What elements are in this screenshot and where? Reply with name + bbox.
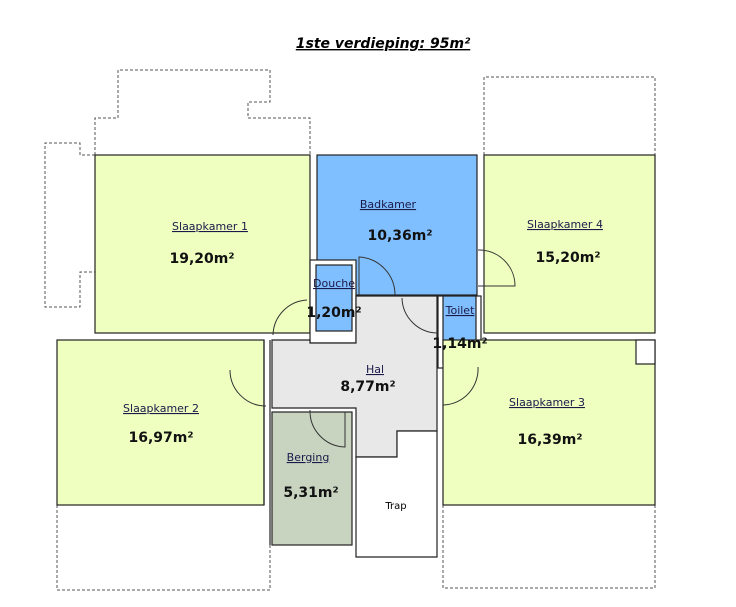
room-trap (355, 430, 438, 558)
dashed-outlines (44, 69, 656, 591)
door-slaapkamer-3 (442, 366, 479, 406)
room-slaapkamer-2 (56, 339, 265, 506)
area-douche: 1,20m² (306, 305, 361, 321)
label-slaapkamer-4: Slaapkamer 4 (527, 218, 603, 231)
area-slaapkamer-3: 16,39m² (517, 432, 582, 448)
area-slaapkamer-1: 19,20m² (169, 251, 234, 267)
door-badkamer (358, 256, 396, 296)
chimney (635, 339, 656, 365)
room-douche (315, 264, 353, 332)
door-berging (309, 409, 346, 448)
area-slaapkamer-2: 16,97m² (128, 430, 193, 446)
room-slaapkamer-4 (483, 154, 656, 334)
dormer-outline-right (483, 76, 656, 155)
label-slaapkamer-3: Slaapkamer 3 (509, 396, 585, 409)
room-slaapkamer-1 (94, 154, 311, 334)
room-slaapkamer-3 (442, 339, 656, 506)
plan-title: 1ste verdieping: 95m² (296, 36, 471, 52)
label-douche: Douche (313, 277, 355, 290)
dormer-outline-1 (94, 69, 311, 155)
door-toilet (401, 297, 438, 334)
door-slaapkamer-4 (477, 249, 516, 287)
area-berging: 5,31m² (283, 485, 338, 501)
area-toilet: 1,14m² (432, 336, 487, 352)
label-berging: Berging (287, 451, 330, 464)
label-badkamer: Badkamer (360, 198, 417, 211)
label-trap: Trap (384, 501, 406, 512)
door-slaapkamer-1 (272, 299, 308, 336)
door-slaapkamer-2 (229, 369, 267, 407)
dormer-outline-left (44, 142, 95, 308)
doors (229, 249, 516, 448)
roof-outline-bottom-left (56, 505, 271, 591)
label-slaapkamer-1: Slaapkamer 1 (172, 220, 248, 233)
label-toilet: Toilet (445, 304, 475, 317)
room-berging (271, 411, 353, 546)
area-hal: 8,77m² (340, 379, 395, 395)
roof-outline-bottom-right (442, 505, 656, 589)
label-hal: Hal (366, 363, 384, 376)
area-slaapkamer-4: 15,20m² (535, 250, 600, 266)
label-slaapkamer-2: Slaapkamer 2 (123, 402, 199, 415)
area-badkamer: 10,36m² (367, 228, 432, 244)
